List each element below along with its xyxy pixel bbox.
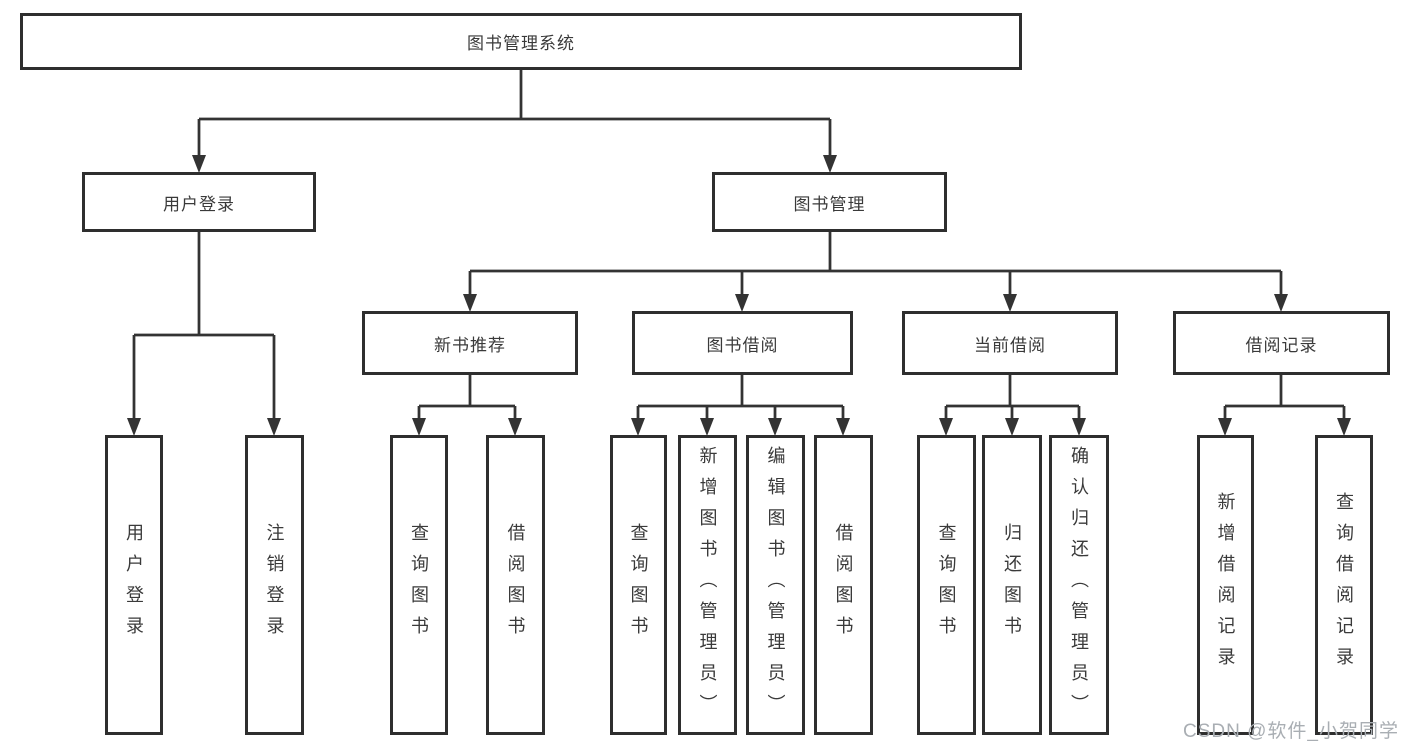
node-user-login: 用户登录 — [82, 172, 316, 232]
leaf-query-books-2: 查询图书 — [610, 435, 667, 735]
node-label: 归还图书 — [1002, 523, 1022, 647]
leaf-query-books-3: 查询图书 — [917, 435, 976, 735]
leaf-return-books: 归还图书 — [982, 435, 1042, 735]
node-label: 确认归还（管理员） — [1069, 445, 1089, 725]
node-label: 查询图书 — [409, 523, 429, 647]
leaf-user-login: 用户登录 — [105, 435, 163, 735]
node-current-borrowing: 当前借阅 — [902, 311, 1118, 375]
node-label: 新书推荐 — [434, 335, 506, 355]
leaf-query-books-1: 查询图书 — [390, 435, 448, 735]
node-label: 用户登录 — [163, 194, 235, 214]
leaf-add-borrow-record: 新增借阅记录 — [1197, 435, 1254, 735]
leaf-edit-book-admin: 编辑图书（管理员） — [746, 435, 805, 735]
node-book-management: 图书管理 — [712, 172, 947, 232]
leaf-confirm-return-admin: 确认归还（管理员） — [1049, 435, 1109, 735]
node-label: 借阅图书 — [505, 523, 526, 647]
leaf-logout: 注销登录 — [245, 435, 304, 735]
node-label: 查询图书 — [628, 523, 649, 647]
node-label: 编辑图书（管理员） — [765, 445, 786, 725]
node-label: 图书管理系统 — [467, 34, 575, 53]
node-label: 借阅图书 — [833, 523, 854, 647]
arrowhead-icons — [127, 155, 1351, 436]
csdn-watermark: CSDN @软件_小贺同学 — [1183, 721, 1399, 742]
node-label: 查询图书 — [936, 523, 957, 647]
node-library-management-system: 图书管理系统 — [20, 13, 1022, 70]
node-label: 新增借阅记录 — [1215, 492, 1236, 678]
node-label: 用户登录 — [124, 523, 144, 647]
node-label: 图书借阅 — [706, 335, 779, 355]
leaf-query-borrow-record: 查询借阅记录 — [1315, 435, 1373, 735]
node-book-borrowing: 图书借阅 — [632, 311, 853, 375]
node-label: 图书管理 — [793, 194, 866, 214]
node-label: 注销登录 — [264, 523, 285, 647]
node-label: 查询借阅记录 — [1334, 492, 1354, 678]
node-label: 当前借阅 — [974, 335, 1046, 355]
node-label: 借阅记录 — [1245, 335, 1318, 355]
leaf-borrow-books-1: 借阅图书 — [486, 435, 545, 735]
leaf-borrow-books-2: 借阅图书 — [814, 435, 873, 735]
node-borrowing-records: 借阅记录 — [1173, 311, 1390, 375]
node-new-book-recommend: 新书推荐 — [362, 311, 578, 375]
leaf-add-book-admin: 新增图书（管理员） — [678, 435, 737, 735]
node-label: 新增图书（管理员） — [697, 445, 718, 725]
